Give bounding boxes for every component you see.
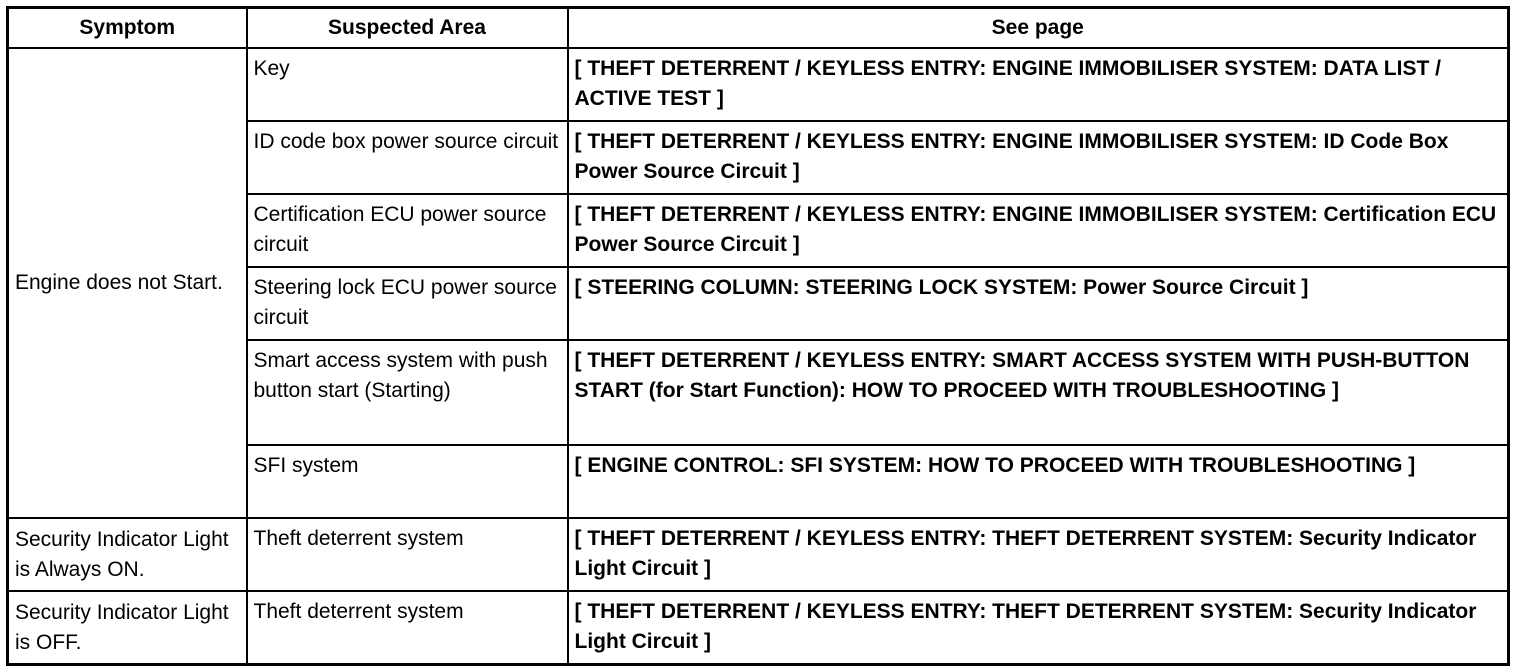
symptom-cell: Security Indicator Light is OFF. — [6, 590, 248, 666]
header-row: Symptom Suspected Area See page — [6, 6, 1510, 49]
suspected-area-cell: Key — [245, 47, 569, 122]
see-page-link[interactable]: [ THEFT DETERRENT / KEYLESS ENTRY: ENGIN… — [566, 193, 1510, 268]
table-row: SFI system [ ENGINE CONTROL: SFI SYSTEM:… — [8, 444, 1510, 519]
see-page-link[interactable]: [ THEFT DETERRENT / KEYLESS ENTRY: SMART… — [566, 339, 1510, 446]
troubleshooting-table: Symptom Suspected Area See page Engine d… — [6, 6, 1510, 666]
see-page-link[interactable]: [ STEERING COLUMN: STEERING LOCK SYSTEM:… — [566, 266, 1510, 341]
suspected-area-cell: SFI system — [245, 444, 569, 519]
suspected-area-cell: Smart access system with push button sta… — [245, 339, 569, 446]
see-page-link[interactable]: [ THEFT DETERRENT / KEYLESS ENTRY: THEFT… — [566, 517, 1510, 592]
suspected-area-cell: ID code box power source circuit — [245, 120, 569, 195]
symptom-cell: Engine does not Start. — [6, 47, 248, 519]
header-symptom: Symptom — [6, 6, 248, 49]
table-row: Smart access system with push button sta… — [8, 339, 1510, 446]
suspected-area-cell: Theft deterrent system — [245, 590, 569, 666]
see-page-link[interactable]: [ THEFT DETERRENT / KEYLESS ENTRY: THEFT… — [566, 590, 1510, 666]
see-page-link[interactable]: [ THEFT DETERRENT / KEYLESS ENTRY: ENGIN… — [566, 120, 1510, 195]
table-row: Security Indicator Light is Always ON. T… — [6, 517, 1510, 592]
table-row: Steering lock ECU power source circuit [… — [8, 266, 1510, 341]
suspected-area-cell: Theft deterrent system — [245, 517, 569, 592]
suspected-area-cell: Certification ECU power source circuit — [245, 193, 569, 268]
symptom-cell: Security Indicator Light is Always ON. — [6, 517, 248, 592]
header-see-page: See page — [566, 6, 1510, 49]
see-page-link[interactable]: [ ENGINE CONTROL: SFI SYSTEM: HOW TO PRO… — [566, 444, 1510, 519]
table-row: Engine does not Start. Key [ THEFT DETER… — [6, 47, 1510, 519]
see-page-link[interactable]: [ THEFT DETERRENT / KEYLESS ENTRY: ENGIN… — [566, 47, 1510, 122]
suspected-area-cell: Steering lock ECU power source circuit — [245, 266, 569, 341]
table-row: Security Indicator Light is OFF. Theft d… — [6, 590, 1510, 666]
header-suspected-area: Suspected Area — [245, 6, 569, 49]
table-row: ID code box power source circuit [ THEFT… — [8, 120, 1510, 195]
table-row: Certification ECU power source circuit [… — [8, 193, 1510, 268]
